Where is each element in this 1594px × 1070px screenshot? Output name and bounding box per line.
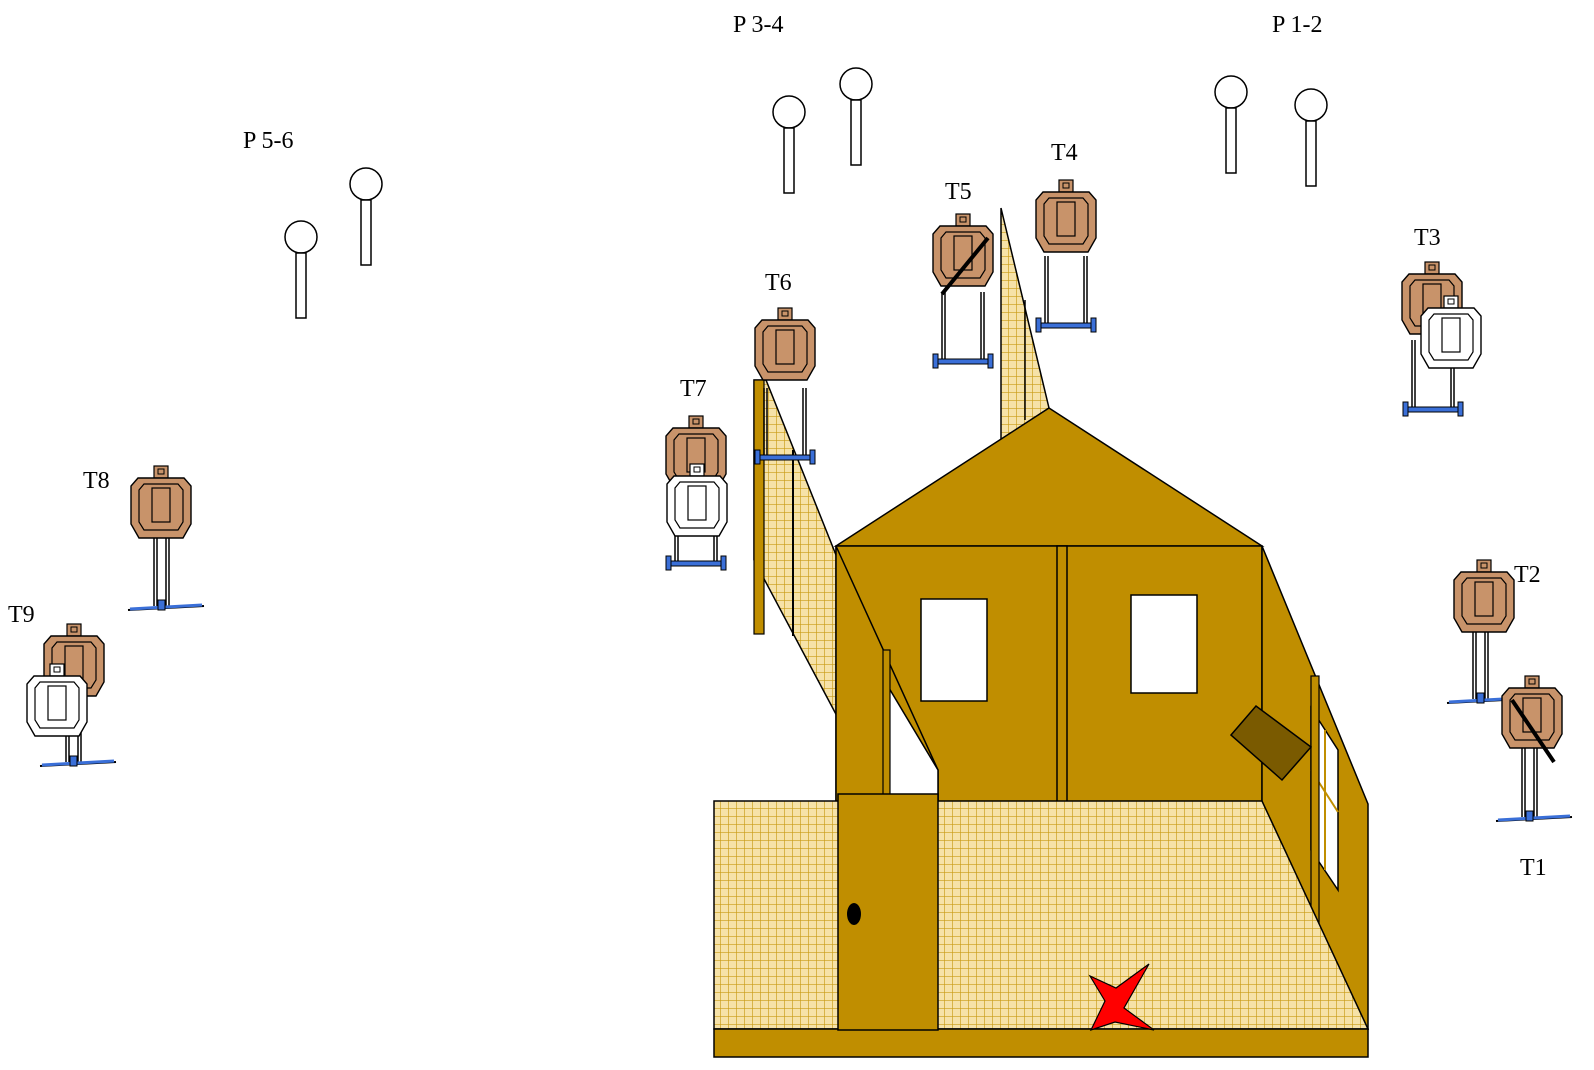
target-t1-hardcover xyxy=(1510,698,1556,764)
label-t1: T1 xyxy=(1520,855,1547,881)
target-t4-stand xyxy=(1035,255,1097,333)
house-roof xyxy=(833,407,1265,547)
label-t9: T9 xyxy=(8,602,35,628)
popper-p6 xyxy=(349,167,383,266)
house-window-right xyxy=(1130,594,1198,694)
target-t5-hardcover xyxy=(940,236,990,296)
label-p34: P 3-4 xyxy=(733,12,783,38)
label-t4: T4 xyxy=(1051,140,1078,166)
label-t2: T2 xyxy=(1514,562,1541,588)
target-t2 xyxy=(1453,559,1515,633)
label-p56: P 5-6 xyxy=(243,128,293,154)
start-position-star xyxy=(1088,963,1155,1032)
door-knob xyxy=(847,903,861,925)
target-t5 xyxy=(932,213,994,287)
popper-p3 xyxy=(839,67,873,166)
target-t6 xyxy=(754,307,816,381)
shutter xyxy=(1229,704,1313,782)
house-window-left xyxy=(920,598,988,702)
label-t8: T8 xyxy=(83,468,110,494)
popper-p5 xyxy=(284,220,318,319)
label-p12: P 1-2 xyxy=(1272,12,1322,38)
popper-p4 xyxy=(772,95,806,194)
popper-p2 xyxy=(1214,75,1248,174)
target-t1 xyxy=(1501,675,1563,749)
house-left-port-frame xyxy=(882,649,891,801)
target-t4 xyxy=(1035,179,1097,253)
house-center-post xyxy=(1056,545,1068,805)
popper-p1 xyxy=(1294,88,1328,187)
target-t8 xyxy=(130,465,192,539)
mesh-floor xyxy=(713,800,1370,1030)
label-t6: T6 xyxy=(765,270,792,296)
target-t5-stand xyxy=(932,291,994,369)
label-t5: T5 xyxy=(945,179,972,205)
label-t7: T7 xyxy=(680,376,707,402)
mesh-wall-left-post xyxy=(753,379,765,635)
fault-line xyxy=(713,1028,1369,1058)
label-t3: T3 xyxy=(1414,225,1441,251)
